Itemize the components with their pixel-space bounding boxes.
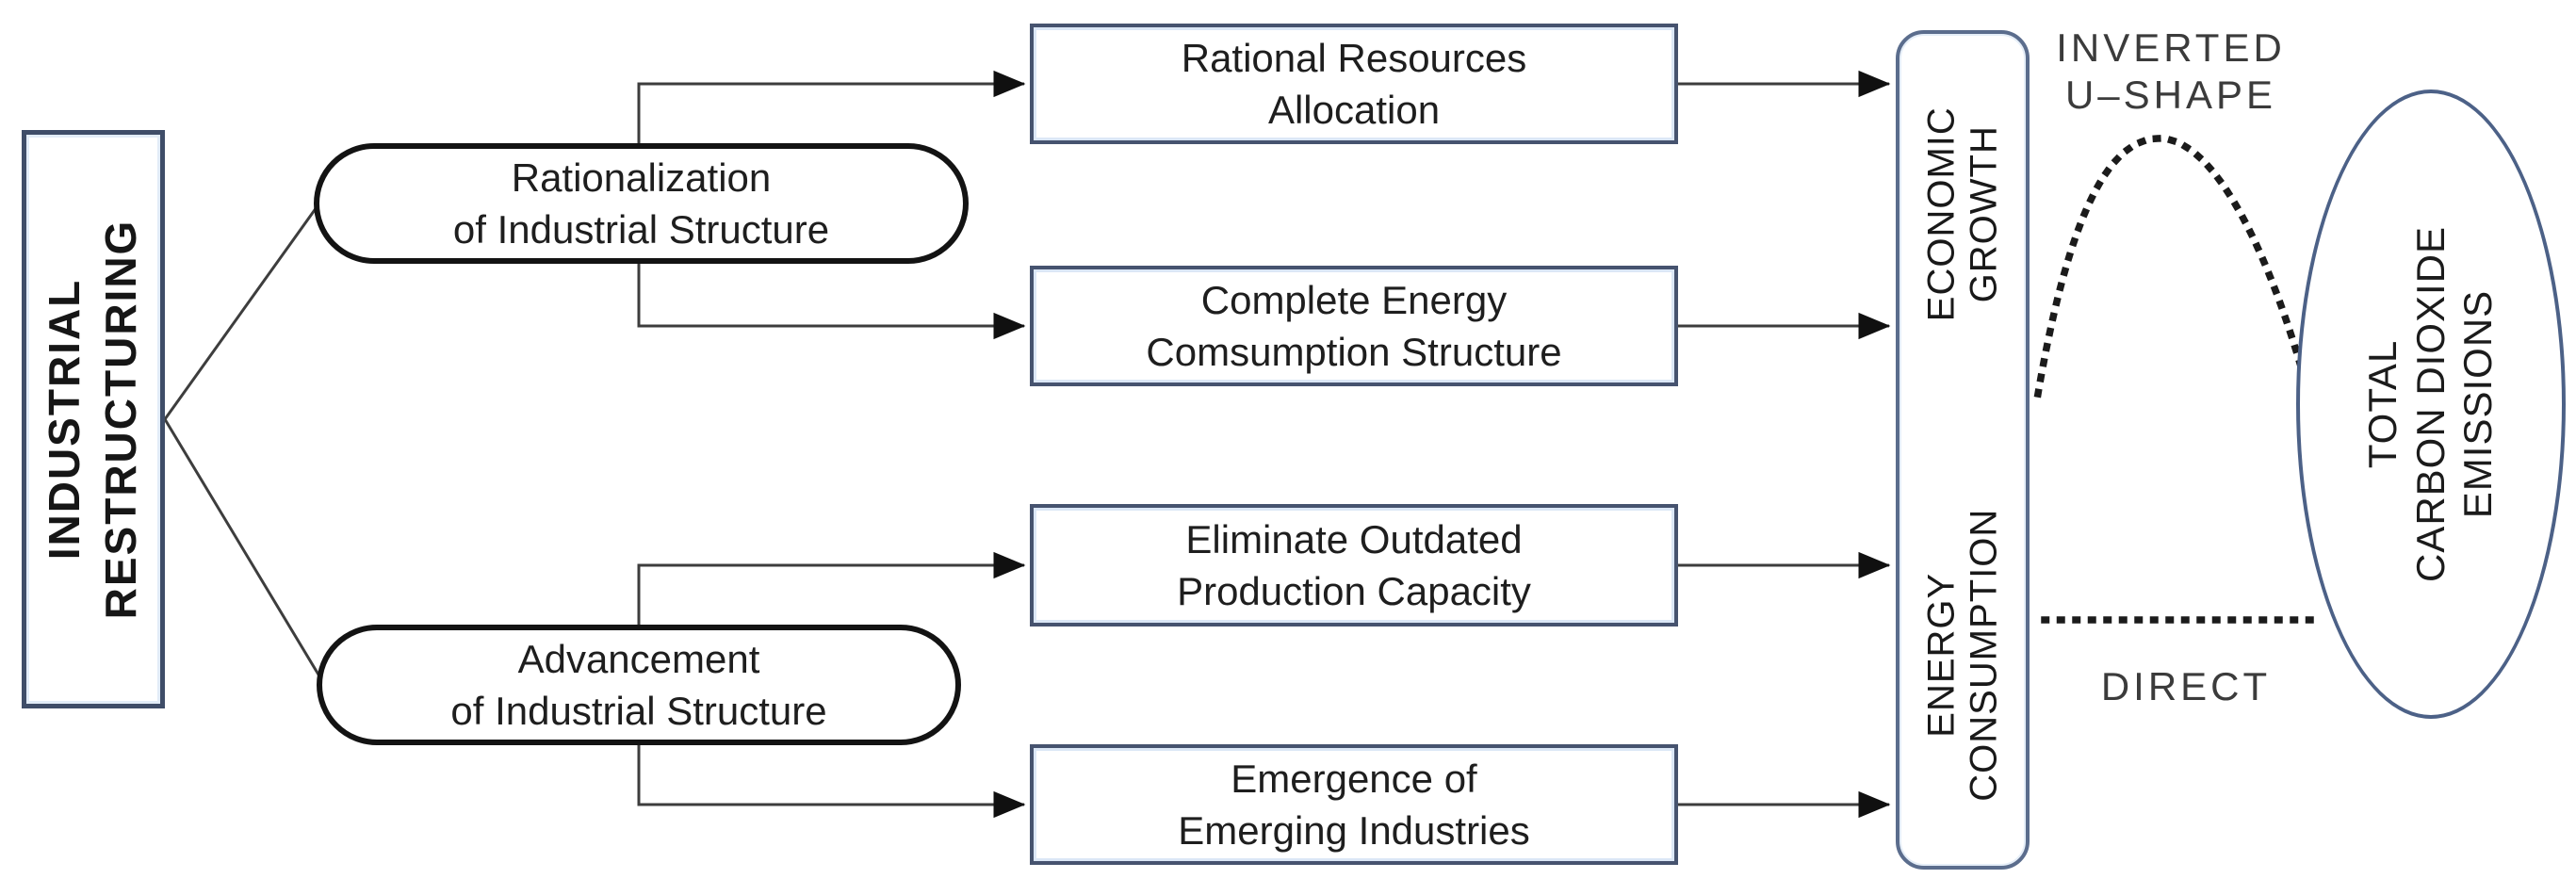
node-rational-resources-allocation: Rational Resources Allocation [1030, 24, 1678, 144]
arrow-to-eliminate-outdated [637, 551, 1026, 627]
split-line-upper [163, 206, 318, 420]
node-total-carbon-dioxide-emissions-label: TOTAL CARBON DIOXIDE EMISSIONS [2296, 90, 2566, 719]
node-label-line: Production Capacity [1177, 569, 1531, 613]
node-emergence-of-emerging-industries: Emergence of Emerging Industries [1030, 744, 1678, 865]
arrow-to-emergence [637, 742, 1026, 819]
node-label-line: Emerging Industries [1178, 808, 1530, 853]
node-energy-consumption-economic-growth [1896, 30, 2030, 870]
node-label-line: Rationalization [511, 155, 772, 200]
annotation-line: U–SHAPE [2064, 73, 2277, 118]
node-label-line: Complete Energy [1200, 277, 1508, 322]
economic-growth-label: ECONOMIC GROWTH [1920, 106, 2005, 322]
node-label-line: CARBON DIOXIDE [2407, 225, 2453, 583]
direct-annotation: DIRECT [2100, 664, 2272, 708]
node-rationalization-of-industrial-structure: Rationalization of Industrial Structure [314, 143, 969, 264]
node-industrial-restructuring-label: INDUSTRIAL RESTRUCTURING [22, 130, 165, 708]
node-label-line: RESTRUCTURING [96, 219, 145, 620]
node-eliminate-outdated-production-capacity: Eliminate Outdated Production Capacity [1030, 504, 1678, 626]
arrow-to-rational-resources [637, 70, 1026, 146]
node-label-line: Rational Resources [1181, 35, 1527, 80]
node-label-line: of Industrial Structure [452, 207, 830, 252]
node-total-carbon-dioxide-emissions [2296, 90, 2566, 719]
node-advancement-of-industrial-structure: Advancement of Industrial Structure [317, 625, 961, 745]
node-industrial-restructuring [22, 130, 165, 708]
node-energy-consumption-economic-growth-label: ENERGY CONSUMPTION ECONOMIC GROWTH [1897, 30, 2030, 870]
dotted-inverted-u-curve [2033, 135, 2306, 399]
node-label-line: INDUSTRIAL [40, 278, 90, 561]
node-label-line: TOTAL [2360, 339, 2405, 469]
node-label-line: Eliminate Outdated [1185, 516, 1523, 561]
node-label-line: Comsumption Structure [1146, 330, 1562, 374]
arrow-to-complete-energy [637, 261, 1026, 340]
energy-consumption-label: ENERGY CONSUMPTION [1920, 508, 2005, 802]
node-label-line: Emergence of [1231, 756, 1477, 801]
split-line-lower [163, 418, 326, 685]
node-label-line: Allocation [1267, 88, 1441, 132]
node-label-line: EMISSIONS [2455, 289, 2501, 519]
node-label-line: Advancement [517, 636, 760, 681]
node-label-line: of Industrial Structure [450, 689, 827, 733]
inverted-u-shape-annotation: INVERTED U–SHAPE [2030, 24, 2312, 120]
node-complete-energy-consumption-structure: Complete Energy Comsumption Structure [1030, 266, 1678, 386]
annotation-line: INVERTED [2056, 25, 2286, 70]
